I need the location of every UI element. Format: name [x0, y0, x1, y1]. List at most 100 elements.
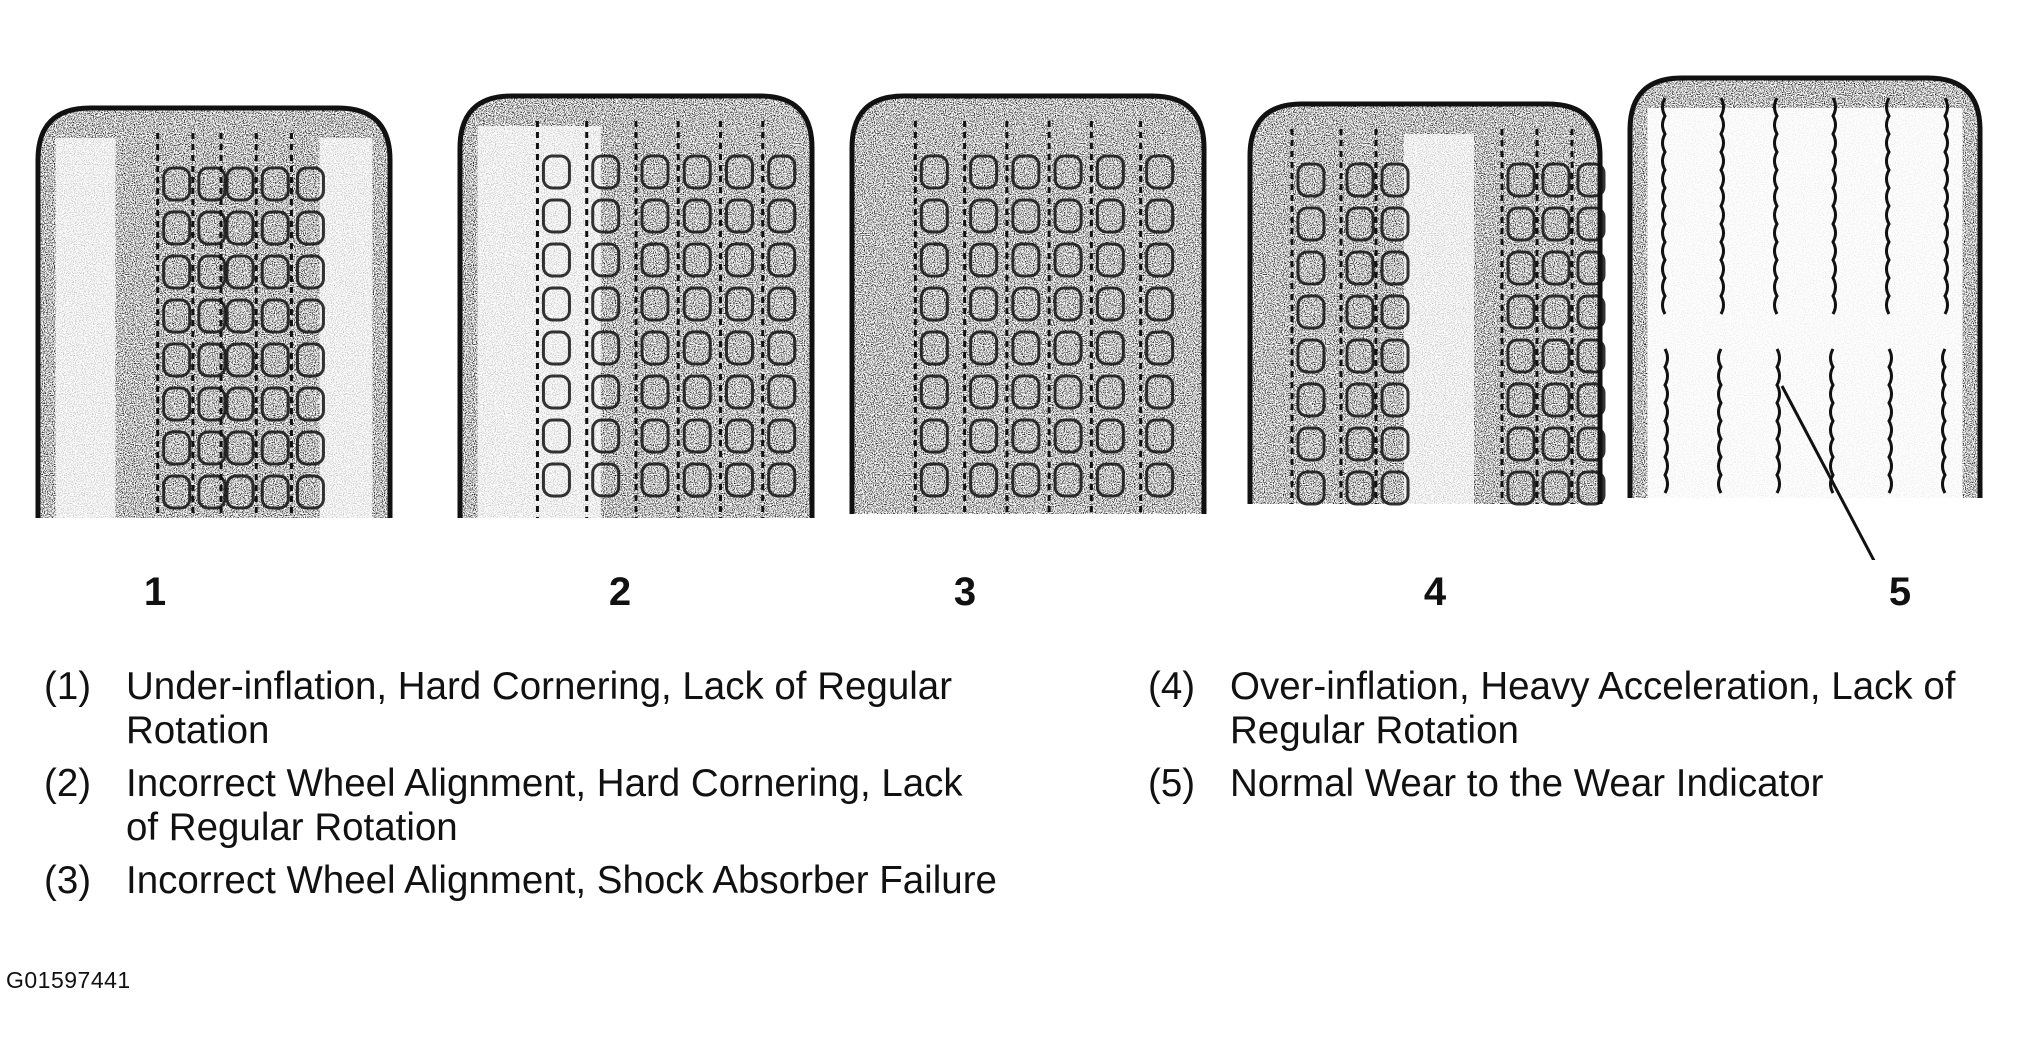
tread-block	[724, 198, 754, 234]
tread-block	[1541, 382, 1571, 418]
worn-zone	[1404, 134, 1474, 504]
tread-block	[1506, 294, 1536, 330]
tread-block	[295, 254, 325, 290]
tread-block	[225, 474, 255, 510]
tread-block	[1380, 162, 1410, 198]
tread-block	[767, 462, 797, 498]
tread-block	[919, 330, 949, 366]
tread-block	[197, 386, 227, 422]
tread-block	[1506, 162, 1536, 198]
tread-block	[162, 342, 192, 378]
tread-block	[1095, 330, 1125, 366]
tire-tread-2	[457, 93, 815, 518]
tread-block	[969, 242, 999, 278]
tread-block	[1345, 206, 1375, 242]
tire-shoulder-outline	[849, 93, 1207, 514]
tread-block	[969, 374, 999, 410]
tire-shoulder-outline	[457, 93, 815, 518]
tread-block	[541, 418, 571, 454]
tread-groove	[1831, 97, 1837, 315]
legend-number: (5)	[1148, 762, 1196, 805]
tread-block	[295, 474, 325, 510]
tread-block	[1541, 206, 1571, 242]
legend-number: (4)	[1148, 665, 1196, 708]
legend-text: Normal Wear to the Wear Indicator	[1230, 762, 1824, 805]
tread-block	[1345, 426, 1375, 462]
tread-block	[1506, 382, 1536, 418]
tread-block	[640, 154, 670, 190]
tread-block	[1345, 294, 1375, 330]
tread-block	[919, 462, 949, 498]
tread-block	[1296, 250, 1326, 286]
tread-block	[1345, 470, 1375, 506]
tread-block	[1296, 426, 1326, 462]
tread-block	[1053, 418, 1083, 454]
tread-block	[1053, 374, 1083, 410]
tread-block	[1053, 462, 1083, 498]
tread-block	[724, 330, 754, 366]
tread-block	[682, 418, 712, 454]
tread-block	[1541, 470, 1571, 506]
tread-block	[1145, 286, 1175, 322]
legend-item-5: (5) Normal Wear to the Wear Indicator	[1148, 762, 2028, 806]
tread-block	[225, 166, 255, 202]
tread-block	[724, 418, 754, 454]
tread-block	[162, 210, 192, 246]
tread-block	[724, 462, 754, 498]
tread-block	[197, 430, 227, 466]
tread-block	[1541, 426, 1571, 462]
tread-block	[1506, 338, 1536, 374]
tread-block	[541, 330, 571, 366]
tire-label-5: 5	[1888, 570, 1912, 614]
tire-tread-4	[1247, 101, 1606, 506]
tread-block	[969, 198, 999, 234]
wear-indicator-pointer	[1780, 385, 1876, 560]
tread-block	[162, 430, 192, 466]
tread-block	[1095, 418, 1125, 454]
tire-illustrations	[35, 75, 1983, 560]
tread-block	[1506, 470, 1536, 506]
tread-block	[260, 166, 290, 202]
legend-number: (2)	[44, 762, 92, 805]
tread-block	[1145, 374, 1175, 410]
tire-label-3: 3	[953, 570, 977, 614]
tread-block	[260, 210, 290, 246]
legend-text: Incorrect Wheel Alignment, Shock Absorbe…	[126, 859, 997, 902]
tread-block	[1380, 294, 1410, 330]
tread-block	[1345, 162, 1375, 198]
tread-block	[640, 286, 670, 322]
tread-block	[162, 474, 192, 510]
legend-number: (1)	[44, 665, 92, 708]
tread-block	[197, 342, 227, 378]
tread-block	[1145, 154, 1175, 190]
tread-block	[1296, 162, 1326, 198]
tread-block	[724, 154, 754, 190]
tread-block	[640, 462, 670, 498]
tread-block	[1095, 154, 1125, 190]
tread-block	[682, 462, 712, 498]
tread-block	[1011, 198, 1041, 234]
tread-groove	[1887, 348, 1893, 494]
tread-block	[295, 386, 325, 422]
figure-id: G01597441	[6, 967, 131, 993]
tread-block	[969, 286, 999, 322]
tread-block	[295, 430, 325, 466]
tread-block	[260, 474, 290, 510]
tread-block	[197, 166, 227, 202]
tread-block	[225, 386, 255, 422]
tread-block	[1380, 426, 1410, 462]
tread-groove	[1719, 97, 1725, 315]
tread-block	[1380, 206, 1410, 242]
tread-block	[1576, 162, 1606, 198]
tread-block	[1380, 382, 1410, 418]
tread-block	[295, 298, 325, 334]
tread-block	[1053, 242, 1083, 278]
tread-block	[682, 286, 712, 322]
tread-block	[591, 198, 621, 234]
tire-label-4: 4	[1423, 570, 1447, 614]
tread-block	[919, 198, 949, 234]
tread-groove	[1775, 348, 1781, 494]
tread-block	[541, 242, 571, 278]
tread-block	[1541, 294, 1571, 330]
tread-block	[197, 210, 227, 246]
